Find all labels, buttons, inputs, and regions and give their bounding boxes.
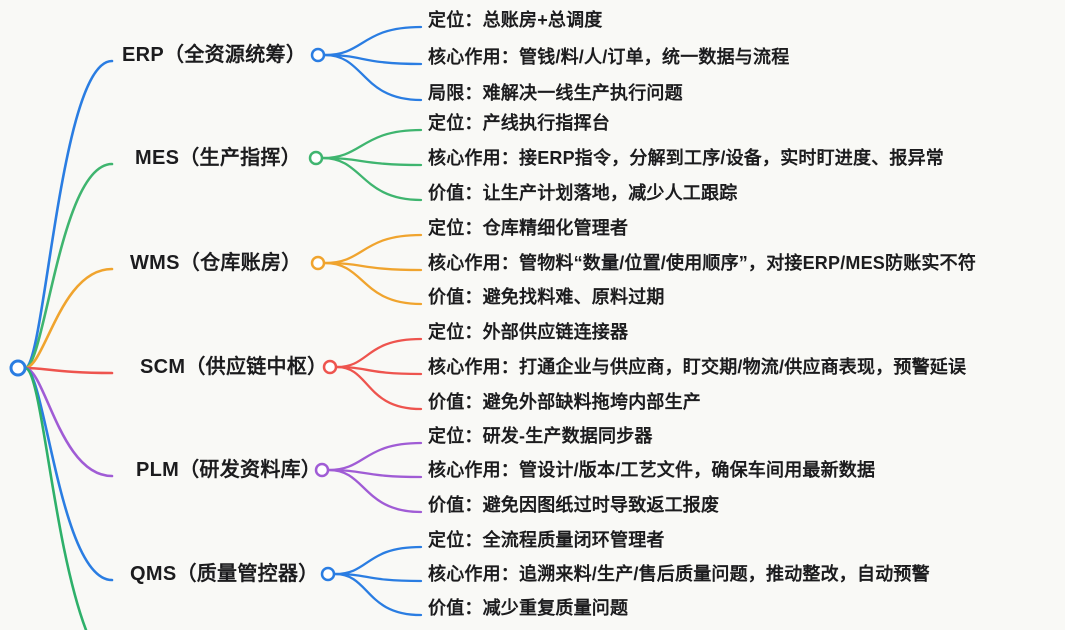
branch-dot-erp — [310, 47, 326, 63]
branch-curve-plm — [23, 366, 114, 478]
child-curve — [321, 128, 423, 160]
child-node: 局限：难解决一线生产执行问题 — [428, 83, 683, 103]
branch-dot-wms — [310, 255, 326, 271]
branch-node-scm: SCM（供应链中枢） — [140, 356, 328, 378]
child-node: 价值：避免外部缺料拖垮内部生产 — [428, 392, 701, 412]
child-node: 价值：减少重复质量问题 — [428, 598, 629, 618]
child-curve — [323, 261, 423, 306]
branch-curve-scm — [23, 366, 114, 375]
child-curve — [327, 468, 423, 514]
branch-dot-scm — [322, 359, 338, 375]
child-curve — [321, 156, 423, 202]
child-node: 定位：产线执行指挥台 — [428, 113, 610, 133]
child-node: 定位：外部供应链连接器 — [428, 322, 629, 342]
child-curve — [327, 441, 423, 472]
child-node: 价值：避免找料难、原料过期 — [428, 287, 665, 307]
branch-curve-wms — [23, 267, 114, 370]
branch-curve-overflow — [23, 366, 88, 630]
child-node: 核心作用：追溯来料/生产/售后质量问题，推动整改，自动预警 — [428, 564, 930, 584]
branch-node-erp: ERP（全资源统筹） — [122, 44, 307, 66]
branch-dot-qms — [320, 566, 336, 582]
child-curve — [333, 572, 423, 617]
branch-dot-mes — [308, 150, 324, 166]
child-node: 定位：研发-生产数据同步器 — [428, 426, 653, 446]
child-curve — [323, 233, 423, 265]
child-node: 定位：全流程质量闭环管理者 — [428, 530, 665, 550]
child-node: 价值：避免因图纸过时导致返工报废 — [428, 495, 720, 515]
child-curve — [335, 365, 423, 411]
child-node: 定位：总账房+总调度 — [428, 10, 603, 30]
branch-dot-plm — [314, 462, 330, 478]
child-curve — [323, 25, 423, 57]
branch-node-mes: MES（生产指挥） — [135, 147, 302, 169]
child-node: 价值：让生产计划落地，减少人工跟踪 — [428, 183, 738, 203]
branch-curve-mes — [23, 162, 114, 370]
child-node: 核心作用：管物料“数量/位置/使用顺序”，对接ERP/MES防账实不符 — [428, 253, 977, 273]
child-node: 核心作用：管钱/料/人/订单，统一数据与流程 — [428, 47, 790, 67]
branch-node-wms: WMS（仓库账房） — [130, 252, 302, 274]
child-node: 核心作用：打通企业与供应商，盯交期/物流/供应商表现，预警延误 — [428, 357, 967, 377]
child-node: 定位：仓库精细化管理者 — [428, 218, 629, 238]
root-node-dot — [9, 359, 27, 377]
child-curve — [323, 53, 423, 102]
child-curve — [335, 337, 423, 369]
branch-curve-erp — [23, 59, 114, 370]
branch-node-qms: QMS（质量管控器） — [130, 563, 319, 585]
branch-node-plm: PLM（研发资料库） — [136, 459, 322, 481]
child-curve — [333, 545, 423, 576]
child-node: 核心作用：接ERP指令，分解到工序/设备，实时盯进度、报异常 — [428, 148, 945, 168]
child-node: 核心作用：管设计/版本/工艺文件，确保车间用最新数据 — [428, 460, 876, 480]
